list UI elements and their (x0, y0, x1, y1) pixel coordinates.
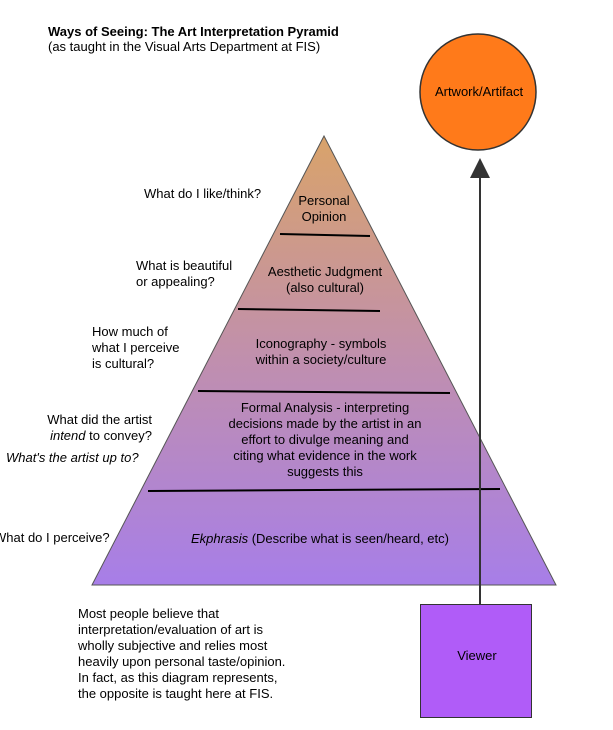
level-text: effort to divulge meaning and (241, 432, 409, 447)
note-text: the opposite is taught here at FIS. (78, 686, 274, 701)
artifact-label: Artwork/Artifact (434, 84, 524, 99)
level-iconography: Iconography - symbols within a society/c… (226, 336, 416, 368)
divider-1 (279, 233, 371, 237)
divider-2 (237, 308, 381, 312)
artifact-circle (419, 33, 537, 151)
note-text: wholly subjective and relies most (78, 638, 268, 653)
level-text: citing what evidence in the work (233, 448, 417, 463)
question-intend: What did the artist intend to convey? (42, 412, 152, 444)
level-text: (also cultural) (285, 280, 365, 295)
level-text: Opinion (301, 209, 347, 224)
viewer-label: Viewer (457, 648, 497, 663)
level-text: Ekphrasis (191, 531, 249, 546)
level-text: Formal Analysis - interpreting (240, 400, 410, 415)
question-text: How much of (92, 324, 168, 339)
question-text: What did the artist (47, 412, 152, 427)
question-beautiful: What is beautiful or appealing? (136, 258, 232, 290)
level-text: suggests this (287, 464, 363, 479)
level-personal-opinion: Personal Opinion (274, 193, 374, 225)
question-text: What is beautiful (136, 258, 233, 273)
level-text: (Describe what is seen/heard, etc) (248, 531, 449, 546)
pyramid (91, 134, 557, 586)
divider-4 (147, 488, 501, 492)
question-like-think: What do I like/think? (144, 186, 261, 202)
note-text: In fact, as this diagram represents, (78, 670, 278, 685)
question-up-to: What's the artist up to? (6, 450, 139, 465)
title-sub: (as taught in the Visual Arts Department… (48, 39, 321, 54)
question-text: to convey? (85, 428, 152, 443)
note-text: interpretation/evaluation of art is (78, 622, 263, 637)
viewer-box (420, 604, 532, 718)
question-text: What do I like/think? (144, 186, 262, 201)
level-formal-analysis: Formal Analysis - interpreting decisions… (205, 400, 445, 480)
note-text: heavily upon personal taste/opinion. (78, 654, 286, 669)
question-text: is cultural? (92, 356, 155, 371)
bottom-note: Most people believe that interpretation/… (78, 606, 328, 702)
level-text: Iconography - symbols (255, 336, 387, 351)
divider-3 (197, 390, 451, 394)
question-text: what I perceive (92, 340, 180, 355)
level-text: Aesthetic Judgment (267, 264, 383, 279)
title-main: Ways of Seeing: The Art Interpretation P… (48, 24, 339, 39)
question-text: or appealing? (136, 274, 215, 289)
level-text: decisions made by the artist in an (228, 416, 422, 431)
level-text: Personal (298, 193, 350, 208)
level-text: within a society/culture (255, 352, 387, 367)
level-ekphrasis: Ekphrasis (Describe what is seen/heard, … (160, 531, 480, 547)
question-perceive: What do I perceive? (0, 530, 110, 545)
note-text: Most people believe that (78, 606, 219, 621)
question-text: intend (50, 428, 86, 443)
question-cultural: How much of what I perceive is cultural? (92, 324, 179, 372)
level-aesthetic-judgment: Aesthetic Judgment (also cultural) (245, 264, 405, 296)
